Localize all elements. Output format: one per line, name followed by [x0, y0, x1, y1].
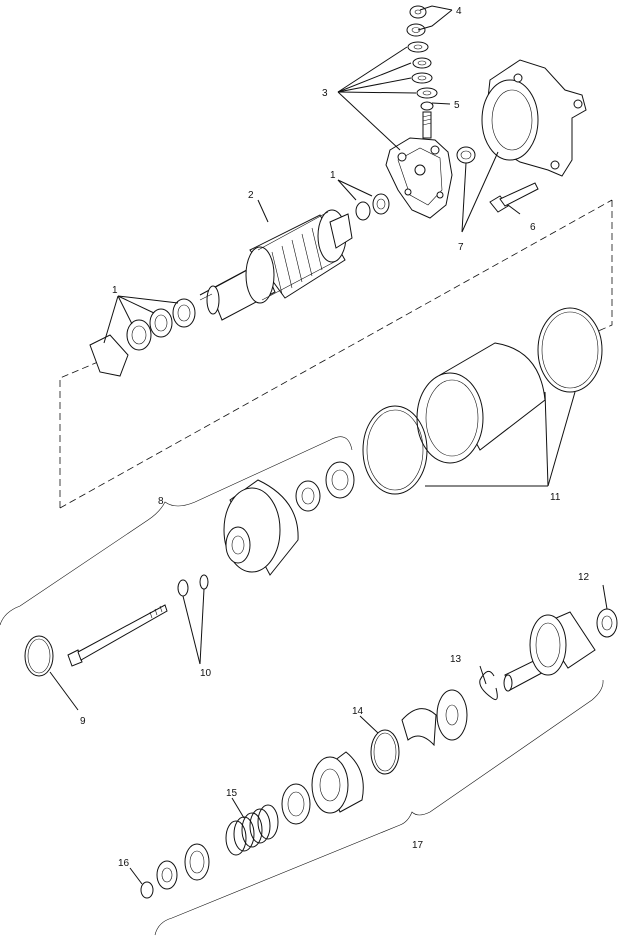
- bracket-group-17: [154, 679, 604, 936]
- overrunning-clutch: [311, 751, 364, 814]
- circlip: [479, 670, 498, 701]
- field-yoke: [362, 307, 603, 495]
- callout-4: 4: [456, 6, 462, 17]
- cap: [184, 843, 210, 881]
- o-ring: [24, 635, 54, 677]
- terminal-bolt: [422, 111, 432, 139]
- callout-17: 17: [412, 840, 424, 851]
- callout-labels: 4 3 5 1 2 6 7 1 8 11 12 10 13 9 14 15 17…: [80, 6, 590, 869]
- armature-washers-upper: [355, 193, 390, 221]
- callout-14: 14: [352, 706, 364, 717]
- dashed-group-boundary: [59, 199, 613, 509]
- callout-3: 3: [322, 88, 328, 99]
- drive-end-frame: [223, 461, 355, 576]
- callout-7: 7: [458, 242, 464, 253]
- split-collar: [401, 708, 437, 747]
- end-washer: [140, 860, 178, 899]
- leader-lines: [49, 5, 608, 885]
- pinion-shaft-gear: [503, 608, 618, 692]
- through-bolt: [67, 574, 209, 667]
- spring: [225, 804, 279, 856]
- callout-11: 11: [550, 492, 561, 503]
- callout-6: 6: [530, 222, 536, 233]
- callout-10: 10: [200, 668, 212, 679]
- callout-8: 8: [158, 496, 164, 507]
- bracket-group-8: [0, 436, 353, 626]
- armature-washers-lower: [89, 298, 196, 377]
- end-housing: [481, 59, 587, 177]
- housing-bolt: [489, 182, 539, 213]
- bushing: [456, 146, 476, 164]
- callout-1-lower: 1: [112, 285, 118, 296]
- brush-plate: [385, 137, 453, 219]
- armature: [199, 209, 353, 321]
- callout-12: 12: [578, 572, 590, 583]
- callout-9: 9: [80, 716, 86, 727]
- washer-nut-stack: [406, 5, 438, 111]
- callout-15: 15: [226, 788, 238, 799]
- sleeve: [281, 783, 311, 825]
- stopper-washer: [436, 689, 468, 741]
- callout-5: 5: [454, 100, 460, 111]
- callout-1-upper: 1: [330, 170, 336, 181]
- callout-13: 13: [450, 654, 462, 665]
- callout-16: 16: [118, 858, 130, 869]
- callout-2: 2: [248, 190, 254, 201]
- snap-ring: [370, 729, 400, 775]
